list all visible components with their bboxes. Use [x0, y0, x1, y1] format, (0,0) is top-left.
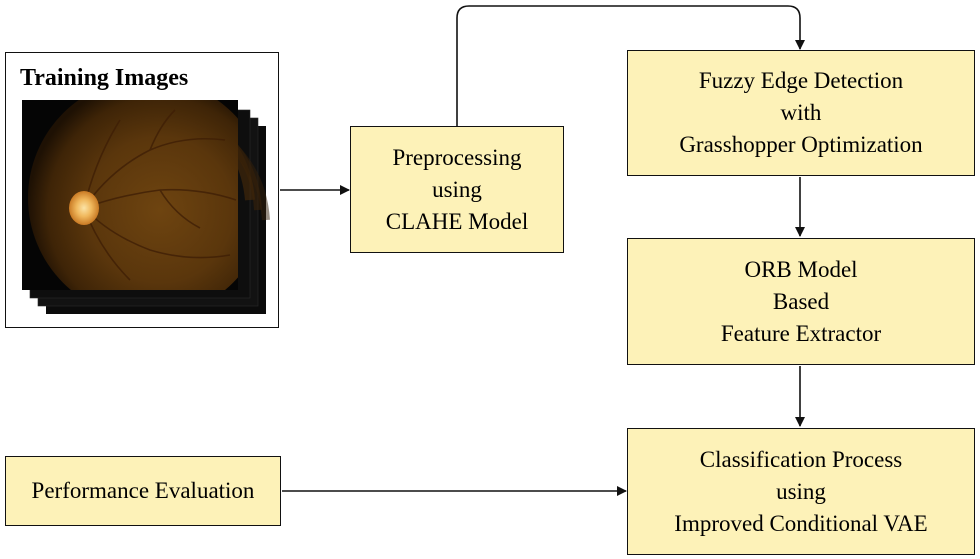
- orb-feature-extractor-box: ORB Model Based Feature Extractor: [627, 238, 975, 365]
- classification-line-1: Classification Process: [699, 446, 903, 472]
- performance-line-1: Performance Evaluation: [31, 478, 255, 503]
- fuzzy-line-2: with: [780, 100, 822, 125]
- classification-line-3: Improved Conditional VAE: [674, 510, 928, 536]
- retinal-vessels: [83, 109, 237, 281]
- fundus-image-front: [22, 100, 238, 290]
- fuzzy-line-3: Grasshopper Optimization: [679, 132, 923, 157]
- fuzzy-line-1: Fuzzy Edge Detection: [698, 68, 904, 93]
- optic-disc: [69, 191, 99, 225]
- orb-line-2: Based: [772, 288, 830, 314]
- performance-evaluation-box: Performance Evaluation: [5, 456, 281, 526]
- training-images-title: Training Images: [20, 65, 189, 91]
- arrow-preprocessing-to-fuzzy: [456, 5, 805, 126]
- preprocessing-line-3: CLAHE Model: [385, 208, 529, 234]
- orb-line-1: ORB Model: [744, 256, 858, 282]
- preprocessing-box: Preprocessing using CLAHE Model: [350, 126, 564, 253]
- classification-line-2: using: [776, 478, 826, 504]
- fuzzy-edge-detection-box: Fuzzy Edge Detection with Grasshopper Op…: [627, 50, 975, 176]
- classification-process-box: Classification Process using Improved Co…: [627, 428, 975, 555]
- preprocessing-line-1: Preprocessing: [392, 144, 522, 170]
- orb-line-3: Feature Extractor: [720, 320, 882, 346]
- preprocessing-line-2: using: [432, 176, 482, 202]
